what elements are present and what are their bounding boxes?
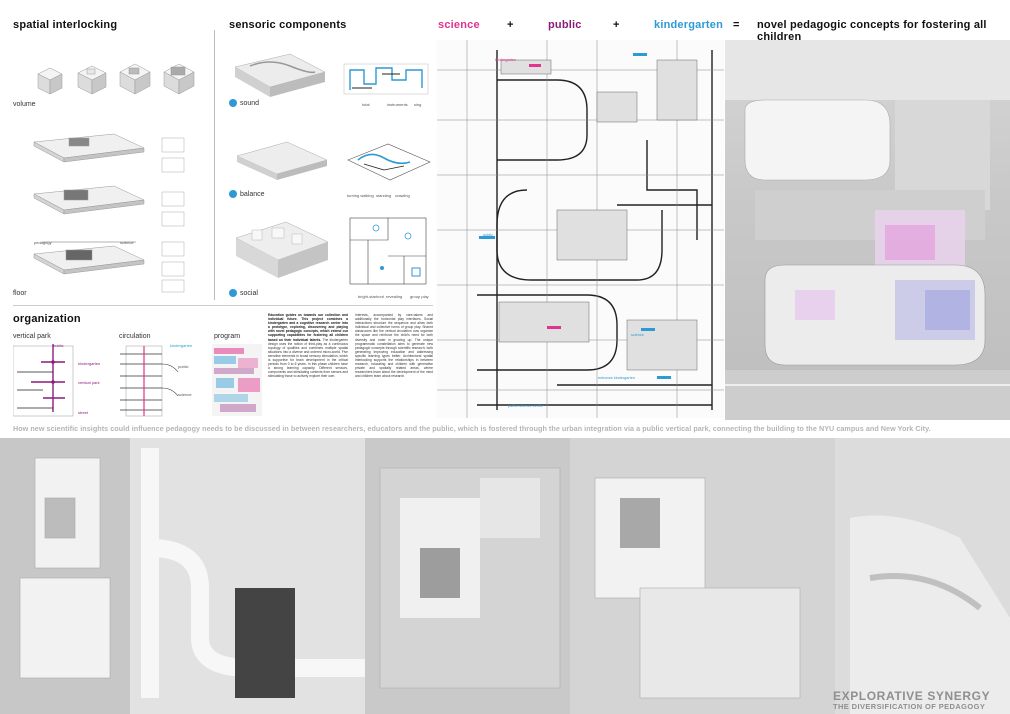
social-icon (229, 289, 237, 297)
social-diagram (349, 217, 427, 285)
section-tag-public-science-center: public science center (508, 404, 544, 408)
balance-model (236, 141, 328, 180)
social-label: social (240, 290, 258, 297)
vertical-park-diagram (13, 344, 74, 417)
model-photo-shapes (0, 438, 1010, 714)
sound-diagram (343, 63, 429, 95)
floor-plans-diagram (161, 137, 185, 293)
brand-title: EXPLORATIVE SYNERGY (833, 689, 991, 703)
sensoric-title: sensoric components (229, 19, 347, 31)
vp-tag-kindergarten: kindergarten (78, 361, 101, 366)
equation-public: public (548, 19, 582, 31)
balance-tag-1: turning walking (347, 193, 374, 198)
section-tag-public: public (483, 233, 493, 237)
circ-tag-kindergarten: kindergarten (170, 343, 193, 348)
row-divider (13, 305, 433, 306)
section-tag-science: science (631, 333, 644, 337)
text-intro-bold: Education guides us towards our collecti… (268, 313, 348, 342)
volume-cubes-diagram (37, 63, 195, 95)
sound-label: sound (240, 100, 260, 107)
equation-kindergarten: kindergarten (654, 19, 724, 31)
building-section-drawing (437, 40, 724, 418)
vertical-park-label: vertical park (13, 333, 51, 340)
axis-science-label: science (120, 240, 134, 245)
sound-icon (229, 99, 237, 107)
brand-subtitle: THE DIVERSIFICATION OF PEDAGOGY (833, 702, 986, 711)
section-tag-kindergarten: kindergarten (495, 58, 517, 62)
organization-title: organization (13, 313, 81, 325)
caption-text: How new scientific insights could influe… (13, 424, 931, 433)
vp-tag-public: public (53, 343, 64, 348)
text-body-1: The kindergarten design uses the notion … (268, 337, 348, 379)
social-model (235, 221, 329, 278)
section-tag-entrance: entrance kindergarten (598, 376, 635, 380)
balance-diagram (347, 143, 431, 181)
program-diagram (212, 344, 262, 416)
floor-label: floor (13, 290, 27, 297)
spatial-title: spatial interlocking (13, 19, 118, 31)
sound-tag-2: instruments (387, 102, 408, 107)
equation-plus-1: + (507, 19, 514, 31)
social-tag-3: revealing (386, 294, 403, 299)
program-label: program (214, 333, 241, 340)
circ-tag-science: science (178, 392, 192, 397)
text-body-2: Interests, accompanied by care-takers an… (355, 313, 433, 379)
column-divider (214, 30, 215, 300)
floor-layers-diagram (33, 133, 145, 275)
equation-science: science (438, 19, 480, 31)
balance-label: balance (240, 191, 265, 198)
balance-tag-3: crawling (395, 193, 410, 198)
interior-render (725, 40, 1010, 420)
circ-tag-public: public (178, 364, 189, 369)
vp-tag-vertical-park: vertical park (78, 380, 100, 385)
equation-equals: = (733, 19, 740, 31)
social-tag-2: hunt (376, 294, 384, 299)
vp-tag-street: street (78, 410, 89, 415)
text-column-2: Interests, accompanied by care-takers an… (355, 313, 433, 420)
sound-model (234, 53, 326, 97)
social-tag-4: group play (410, 294, 429, 299)
equation-plus-2: + (613, 19, 620, 31)
circulation-diagram (120, 345, 179, 417)
balance-tag-2: standing (376, 193, 392, 198)
balance-icon (229, 190, 237, 198)
interior-render-shapes (725, 40, 1010, 420)
model-photo-strip: EXPLORATIVE SYNERGY THE DIVERSIFICATION … (0, 438, 1010, 714)
social-tag-1: bright-star (358, 294, 377, 299)
sound-tag-3: sing (414, 102, 422, 107)
text-column-1: Education guides us towards our collecti… (268, 313, 348, 420)
volume-label: volume (13, 101, 36, 108)
circulation-label: circulation (119, 333, 151, 340)
sound-tag-1: total (362, 102, 370, 107)
axis-pedagogy-label: pedagogy (34, 240, 52, 245)
